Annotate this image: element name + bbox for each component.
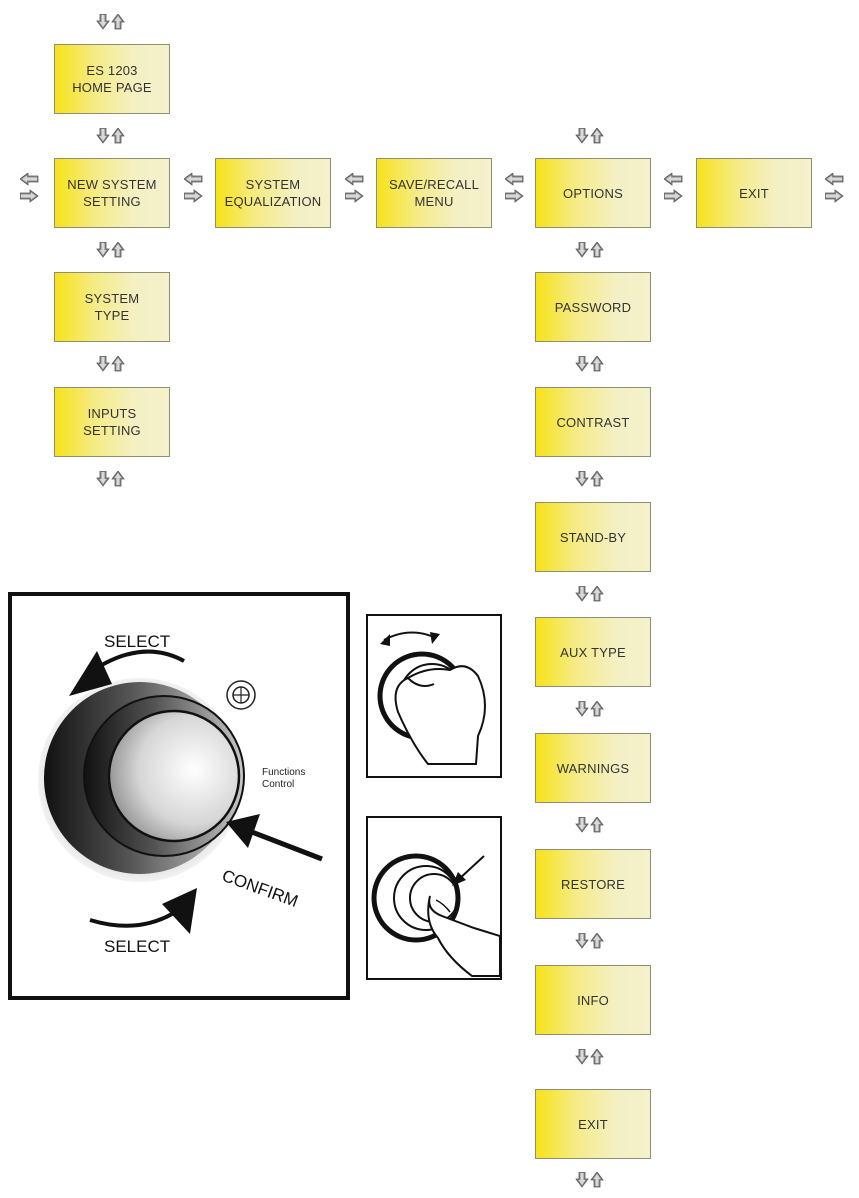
menu-box-system-type[interactable]: SYSTEM TYPE [54, 272, 170, 342]
menu-box-stand-by[interactable]: STAND-BY [535, 502, 651, 572]
menu-box-exit-main[interactable]: EXIT [696, 158, 812, 228]
down-up-arrows-icon [575, 586, 604, 602]
press-hand-icon [371, 853, 501, 977]
rotate-hand-icon [377, 631, 486, 765]
menu-box-inputs-setting[interactable]: INPUTS SETTING [54, 387, 170, 457]
function-knob-icon [38, 649, 323, 934]
menu-box-contrast[interactable]: CONTRAST [535, 387, 651, 457]
menu-label: SYSTEM EQUALIZATION [224, 177, 322, 209]
down-up-arrows-icon [96, 14, 125, 30]
down-up-arrows-icon [575, 1049, 604, 1065]
menu-label: NEW SYSTEM SETTING [67, 177, 157, 209]
menu-label: INFO [577, 992, 609, 1008]
menu-box-exit-options[interactable]: EXIT [535, 1089, 651, 1159]
menu-label: RESTORE [560, 876, 625, 892]
menu-box-restore[interactable]: RESTORE [535, 849, 651, 919]
left-right-arrows-icon [664, 173, 683, 203]
down-up-arrows-icon [575, 817, 604, 833]
left-right-arrows-icon [825, 173, 844, 203]
menu-box-password[interactable]: PASSWORD [535, 272, 651, 342]
menu-label: SAVE/RECALL MENU [388, 177, 480, 209]
menu-box-warnings[interactable]: WARNINGS [535, 733, 651, 803]
menu-box-options[interactable]: OPTIONS [535, 158, 651, 228]
menu-box-info[interactable]: INFO [535, 965, 651, 1035]
down-up-arrows-icon [96, 128, 125, 144]
select-top-label: SELECT [104, 632, 171, 651]
left-right-arrows-icon [505, 173, 524, 203]
down-up-arrows-icon [575, 471, 604, 487]
menu-label: STAND-BY [559, 529, 627, 545]
menu-label: SYSTEM TYPE [84, 291, 140, 323]
menu-label: INPUTS SETTING [83, 406, 141, 438]
down-up-arrows-icon [96, 356, 125, 372]
menu-box-system-equalization[interactable]: SYSTEM EQUALIZATION [215, 158, 331, 228]
press-illustration-panel [366, 816, 502, 980]
menu-label: EXIT [578, 1116, 608, 1132]
menu-box-home-page[interactable]: ES 1203 HOME PAGE [54, 44, 170, 114]
menu-label: CONTRAST [556, 414, 630, 430]
down-up-arrows-icon [575, 242, 604, 258]
menu-label: EXIT [739, 185, 769, 201]
menu-label: PASSWORD [554, 299, 632, 315]
menu-label: OPTIONS [563, 185, 623, 201]
select-bottom-label: SELECT [104, 937, 171, 956]
left-right-arrows-icon [345, 173, 364, 203]
down-up-arrows-icon [575, 1172, 604, 1188]
functions-control-label: Functions Control [262, 767, 306, 790]
left-right-arrows-icon [184, 173, 203, 203]
menu-box-new-system-setting[interactable]: NEW SYSTEM SETTING [54, 158, 170, 228]
down-up-arrows-icon [96, 471, 125, 487]
menu-label: ES 1203 HOME PAGE [72, 63, 152, 95]
menu-box-save-recall-menu[interactable]: SAVE/RECALL MENU [376, 158, 492, 228]
knob-illustration-panel: SELECT SELECT CONFIRM Functions Control [8, 592, 350, 1000]
menu-box-aux-type[interactable]: AUX TYPE [535, 617, 651, 687]
down-up-arrows-icon [575, 356, 604, 372]
rotate-illustration-panel [366, 614, 502, 778]
menu-label: AUX TYPE [560, 644, 626, 660]
down-up-arrows-icon [96, 242, 125, 258]
left-right-arrows-icon [20, 173, 39, 203]
down-up-arrows-icon [575, 933, 604, 949]
menu-label: WARNINGS [556, 760, 630, 776]
down-up-arrows-icon [575, 701, 604, 717]
down-up-arrows-icon [575, 128, 604, 144]
